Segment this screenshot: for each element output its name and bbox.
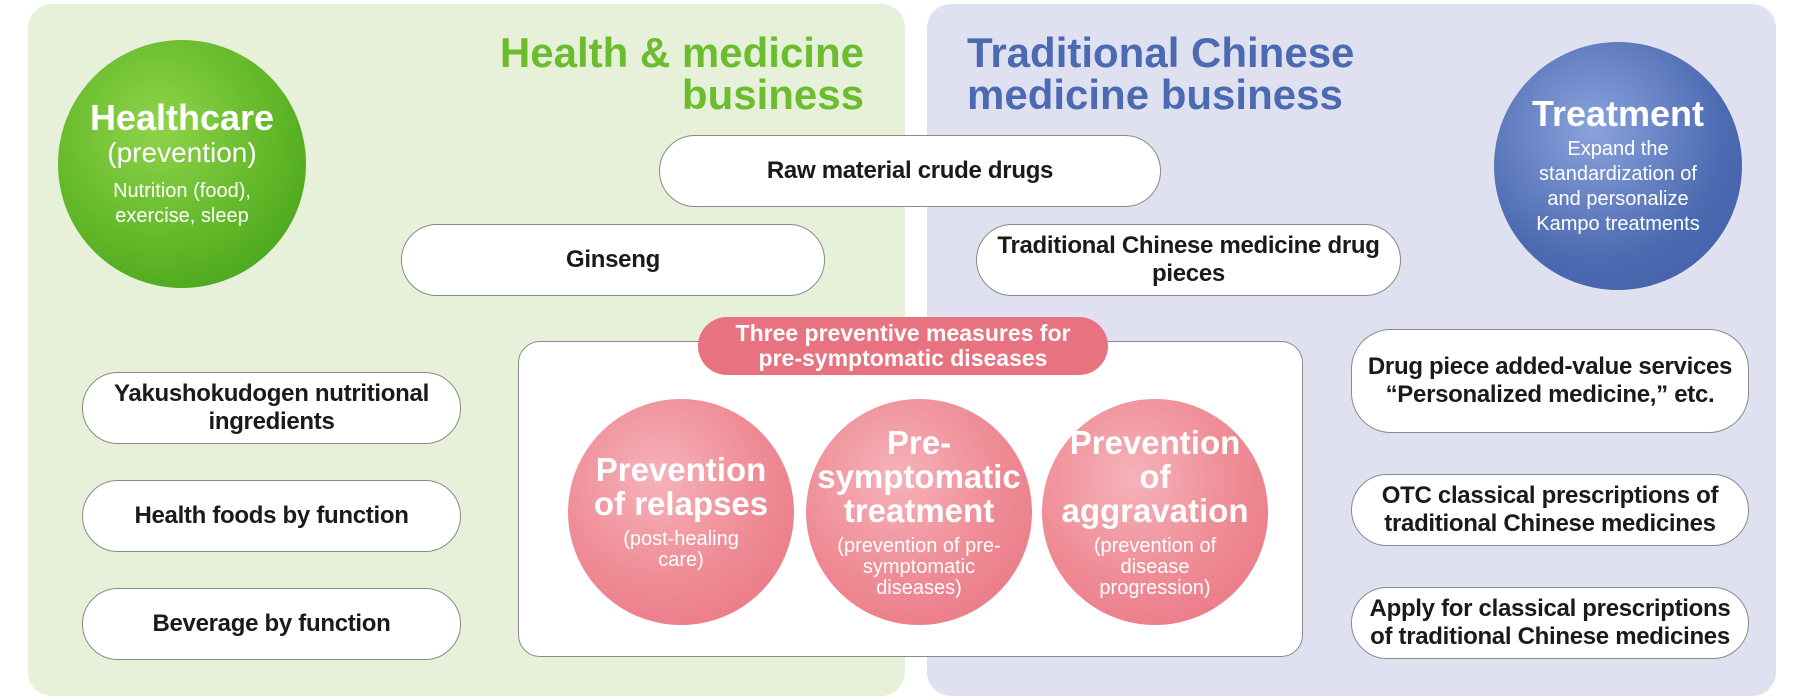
health-medicine-title: Health & medicine business bbox=[499, 29, 864, 118]
healthcare-title: Healthcare bbox=[89, 97, 275, 138]
treatment-title: Treatment bbox=[1531, 93, 1705, 134]
healthcare-subtitle: (prevention) bbox=[107, 137, 257, 168]
three-measures-label: Three preventive measures for pre-sympto… bbox=[698, 317, 1108, 375]
beverage-pill: Beverage by function bbox=[82, 588, 461, 660]
pre-symptomatic-title: Pre-symptomatic treatment bbox=[817, 423, 1021, 529]
relapses-title: Prevention of relapses bbox=[593, 451, 769, 522]
drug-piece-services-pill: Drug piece added-value services “Persona… bbox=[1351, 329, 1749, 433]
three-measures-label-text: Three preventive measures for pre-sympto… bbox=[735, 320, 1071, 371]
treatment-circle: Treatment Expand the standardization of … bbox=[1494, 42, 1742, 290]
yakushokudogen-pill: Yakushokudogen nutritional ingredients bbox=[82, 372, 461, 444]
pre-symptomatic-treatment-circle: Pre-symptomatic treatment (prevention of… bbox=[806, 399, 1032, 625]
healthcare-circle: Healthcare (prevention) Nutrition (food)… bbox=[58, 40, 306, 288]
treatment-description: Expand the standardization of and person… bbox=[1536, 138, 1700, 235]
tcm-business-title: Traditional Chinese medicine business bbox=[967, 29, 1355, 118]
prevention-of-aggravation-circle: Prevention of aggravation (prevention of… bbox=[1042, 399, 1268, 625]
raw-material-crude-drugs-pill: Raw material crude drugs bbox=[659, 135, 1161, 207]
healthcare-description: Nutrition (food), exercise, sleep bbox=[113, 180, 251, 227]
ginseng-pill: Ginseng bbox=[401, 224, 825, 296]
relapses-subtitle: (post-healing care) bbox=[623, 528, 739, 571]
aggravation-subtitle: (prevention of disease progression) bbox=[1093, 534, 1217, 599]
otc-prescriptions-pill: OTC classical prescriptions of tradition… bbox=[1351, 474, 1749, 546]
tcm-drug-pieces-pill: Traditional Chinese medicine drug pieces bbox=[976, 224, 1401, 296]
aggravation-title: Prevention of aggravation bbox=[1061, 423, 1249, 529]
apply-prescriptions-pill: Apply for classical prescriptions of tra… bbox=[1351, 587, 1749, 659]
health-foods-pill: Health foods by function bbox=[82, 480, 461, 552]
pre-symptomatic-subtitle: (prevention of pre-symptomatic diseases) bbox=[837, 534, 1001, 599]
prevention-of-relapses-circle: Prevention of relapses (post-healing car… bbox=[568, 399, 794, 625]
